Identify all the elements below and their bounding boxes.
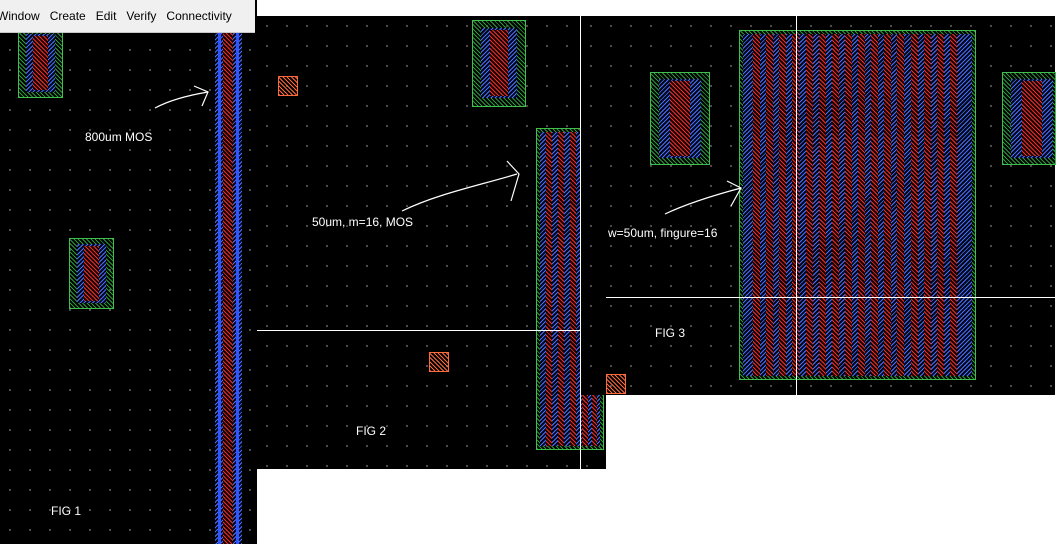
poly-finger: [936, 34, 944, 376]
menu-edit[interactable]: Edit: [95, 9, 117, 23]
layout-canvas-fig1[interactable]: 800um MOS FIG 1: [0, 0, 257, 544]
mos-finger16-device[interactable]: [739, 30, 976, 380]
caption-fig3: w=50um, fingure=16: [608, 226, 718, 240]
menu-connectivity[interactable]: Connectivity: [166, 9, 232, 23]
contact-pad[interactable]: [429, 352, 449, 372]
poly-finger: [923, 34, 931, 376]
small-mos-device[interactable]: [472, 20, 526, 107]
label-fig2: FIG 2: [356, 424, 387, 438]
poly-finger: [753, 34, 760, 376]
layout-canvas-fig2[interactable]: 50um, m=16, MOS FIG 2: [257, 16, 606, 469]
caption-fig2: 50um, m=16, MOS: [312, 215, 414, 229]
poly-finger: [779, 34, 787, 376]
small-mos-device[interactable]: [69, 238, 114, 309]
small-mos-device[interactable]: [650, 72, 710, 165]
crosshair-horizontal: [606, 297, 1055, 298]
crosshair-vertical: [796, 16, 797, 395]
poly-finger: [792, 34, 800, 376]
poly-finger: [831, 34, 839, 376]
arrow-fig2: [401, 160, 520, 212]
arrow-fig3: [664, 180, 742, 215]
crosshair-vertical: [580, 16, 581, 469]
menu-create[interactable]: Create: [49, 9, 86, 23]
poly-finger: [766, 34, 774, 376]
contact-pad[interactable]: [278, 76, 298, 96]
caption-fig1: 800um MOS: [85, 130, 153, 144]
small-mos-device[interactable]: [1002, 72, 1056, 165]
layout-canvas-fig3[interactable]: w=50um, fingure=16 FIG 3: [581, 16, 1056, 395]
poly-finger: [871, 34, 879, 376]
menu-verify[interactable]: Verify: [126, 9, 157, 23]
poly-finger: [897, 34, 905, 376]
poly-finger: [858, 34, 865, 376]
poly-finger: [884, 34, 892, 376]
contact-pad[interactable]: [606, 374, 626, 394]
label-fig1: FIG 1: [51, 504, 82, 518]
label-fig3: FIG 3: [655, 326, 686, 340]
menu-bar: Window Create Edit Verify Connectivity: [0, 0, 255, 33]
poly-finger: [910, 34, 918, 376]
poly-finger: [805, 34, 813, 376]
poly-finger: [949, 34, 957, 376]
poly-finger: [818, 34, 826, 376]
poly-finger: [844, 34, 852, 376]
crosshair-horizontal: [257, 330, 606, 331]
small-mos-device[interactable]: [18, 30, 63, 98]
mos-800um-device[interactable]: [215, 33, 242, 544]
menu-window[interactable]: Window: [0, 9, 40, 23]
arrow-fig1: [154, 85, 209, 109]
